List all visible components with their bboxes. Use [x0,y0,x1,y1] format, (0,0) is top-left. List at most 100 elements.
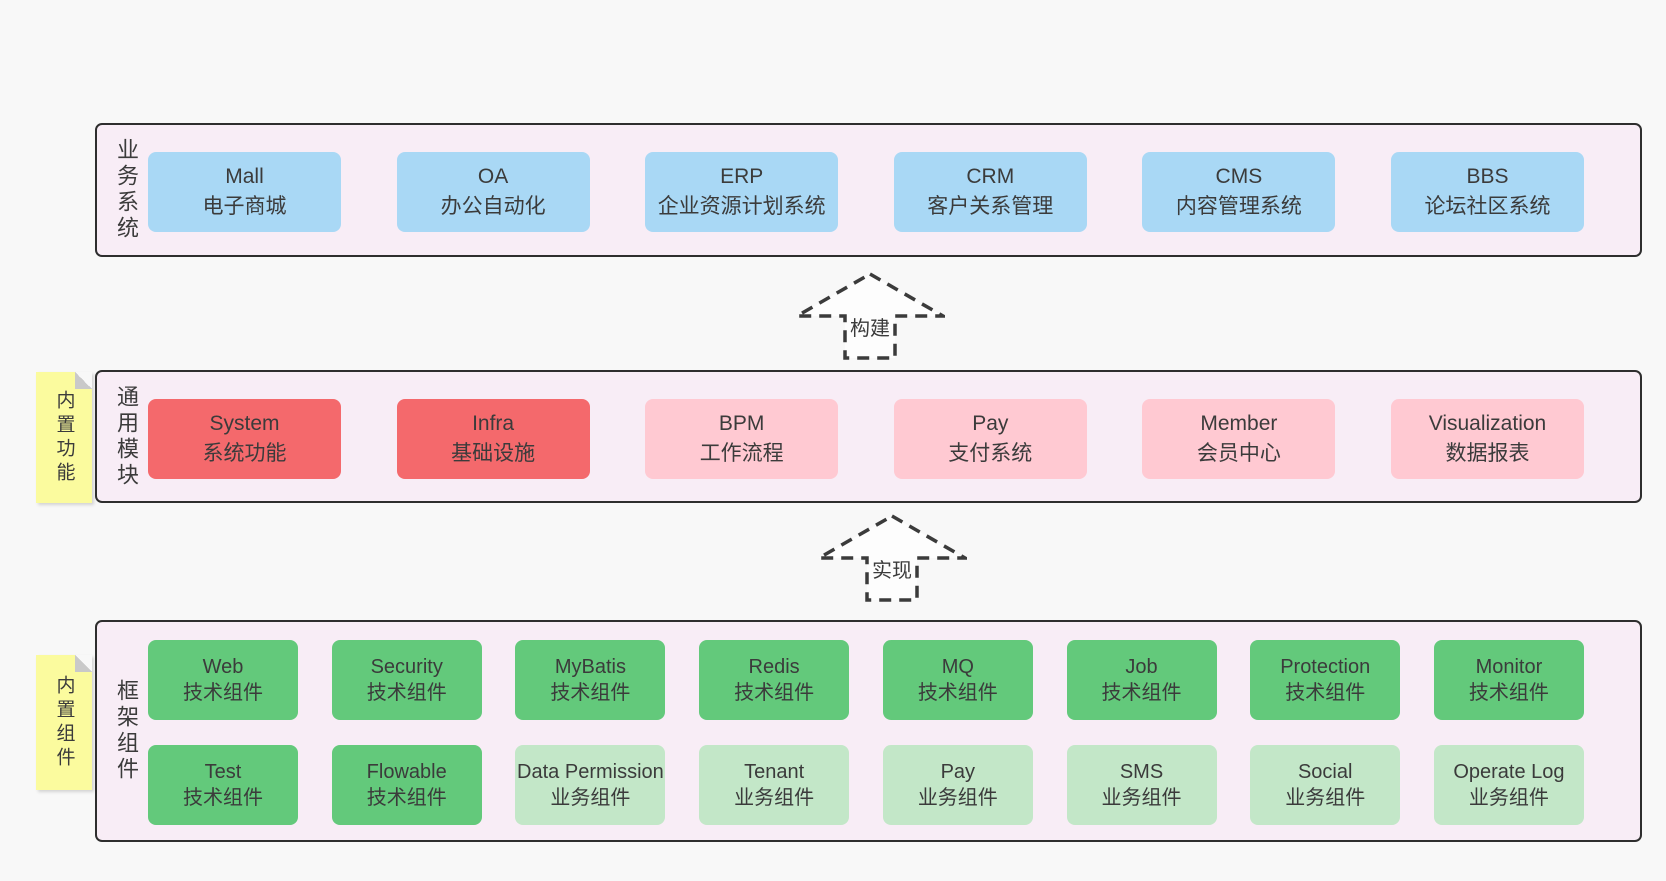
box-redis-name: Redis [748,656,800,678]
box-bbs-subtitle: 论坛社区系统 [1424,195,1551,218]
box-mybatis-subtitle: 技术组件 [550,682,631,704]
box-job: Job 技术组件 [1066,640,1217,720]
box-member-subtitle: 会员中心 [1196,442,1281,465]
box-operate-log: Operate Log 业务组件 [1433,745,1584,825]
box-redis-subtitle: 技术组件 [734,682,815,704]
box-infra-name: Infra [472,412,515,436]
box-mq: MQ 技术组件 [882,640,1033,720]
box-test: Test 技术组件 [148,745,298,825]
box-crm-subtitle: 客户关系管理 [927,195,1054,218]
build-arrow-label: 构建 [847,312,893,341]
builtin-components-note: 内置组件 [36,655,92,790]
box-social-name: Social [1297,761,1353,783]
box-operate-log-subtitle: 业务组件 [1468,787,1549,809]
box-bbs: BBS 论坛社区系统 [1390,152,1584,232]
box-monitor: Monitor 技术组件 [1433,640,1584,720]
layer-title-business-systems: 业务系统 [114,138,139,242]
implement-arrow-label: 实现 [869,554,915,583]
box-crm-name: CRM [966,165,1015,189]
box-crm: CRM 客户关系管理 [893,152,1087,232]
box-web-subtitle: 技术组件 [183,682,263,704]
box-flowable-subtitle: 技术组件 [366,787,447,809]
box-mybatis-name: MyBatis [554,656,626,678]
box-job-name: Job [1125,656,1158,678]
box-member-name: Member [1200,412,1278,436]
box-job-subtitle: 技术组件 [1101,682,1182,704]
box-flowable: Flowable 技术组件 [331,745,482,825]
box-protection-name: Protection [1280,656,1371,678]
box-flowable-name: Flowable [366,761,447,783]
box-test-subtitle: 技术组件 [183,787,263,809]
box-security-subtitle: 技术组件 [366,682,447,704]
common-modules-layer: 通用模块 System 系统功能 Infra 基础设施 BPM 工作流程 Pay… [95,370,1642,503]
box-pay-module: Pay 支付系统 [893,399,1087,479]
box-sms-name: SMS [1119,761,1164,783]
box-oa-name: OA [477,165,509,189]
builtin-features-note-label: 内置功能 [53,389,75,486]
layer-title-common-modules: 通用模块 [114,384,139,489]
box-mybatis: MyBatis 技术组件 [515,640,666,720]
box-infra: Infra 基础设施 [396,399,590,479]
builtin-features-note: 内置功能 [36,372,92,503]
business-systems-row: Mall 电子商城 OA 办公自动化 ERP 企业资源计划系统 CRM 客户关系… [148,152,1584,232]
box-pay-component-subtitle: 业务组件 [917,787,998,809]
box-monitor-subtitle: 技术组件 [1468,682,1549,704]
builtin-components-note-label: 内置组件 [53,674,75,771]
box-pay-module-subtitle: 支付系统 [948,442,1033,465]
box-mall: Mall 电子商城 [148,152,341,232]
box-erp-subtitle: 企业资源计划系统 [657,195,826,218]
box-data-permission-name: Data Permission [517,761,664,783]
implement-arrow-icon: 实现 [817,514,967,602]
framework-components-row-1: Web 技术组件 Security 技术组件 MyBatis 技术组件 Redi… [148,640,1584,720]
box-bpm-name: BPM [718,412,765,436]
box-oa: OA 办公自动化 [396,152,590,232]
box-pay-component-name: Pay [940,761,976,783]
box-pay-component: Pay 业务组件 [882,745,1033,825]
box-security: Security 技术组件 [331,640,482,720]
box-visualization: Visualization 数据报表 [1390,399,1584,479]
box-system-subtitle: 系统功能 [202,442,287,465]
box-cms-subtitle: 内容管理系统 [1175,195,1302,218]
box-mall-name: Mall [225,165,264,189]
box-protection-subtitle: 技术组件 [1285,682,1366,704]
box-social-subtitle: 业务组件 [1285,787,1366,809]
common-modules-row: System 系统功能 Infra 基础设施 BPM 工作流程 Pay 支付系统… [148,399,1584,479]
box-data-permission: Data Permission 业务组件 [515,745,666,825]
box-pay-module-name: Pay [972,412,1009,436]
box-mall-subtitle: 电子商城 [202,195,287,218]
box-protection: Protection 技术组件 [1250,640,1401,720]
box-monitor-name: Monitor [1475,656,1543,678]
box-mq-name: MQ [941,656,974,678]
framework-components-layer: 框架组件 Web 技术组件 Security 技术组件 MyBatis 技术组件… [95,620,1642,842]
box-sms-subtitle: 业务组件 [1101,787,1182,809]
build-arrow-icon: 构建 [795,272,945,360]
box-erp: ERP 企业资源计划系统 [645,152,839,232]
framework-components-row-2: Test 技术组件 Flowable 技术组件 Data Permission … [148,745,1584,825]
box-operate-log-name: Operate Log [1453,761,1565,783]
box-bpm-subtitle: 工作流程 [699,442,784,465]
box-social: Social 业务组件 [1250,745,1401,825]
box-visualization-name: Visualization [1428,412,1547,436]
box-infra-subtitle: 基础设施 [451,442,536,465]
box-web-name: Web [202,656,244,678]
box-web: Web 技术组件 [148,640,298,720]
box-bpm: BPM 工作流程 [645,399,839,479]
box-oa-subtitle: 办公自动化 [440,195,546,218]
box-member: Member 会员中心 [1142,399,1336,479]
box-sms: SMS 业务组件 [1066,745,1217,825]
box-tenant: Tenant 业务组件 [699,745,850,825]
box-security-name: Security [370,656,443,678]
box-tenant-subtitle: 业务组件 [734,787,815,809]
box-system-name: System [209,412,280,436]
box-cms-name: CMS [1215,165,1263,189]
box-visualization-subtitle: 数据报表 [1445,442,1530,465]
box-data-permission-subtitle: 业务组件 [550,787,631,809]
box-cms: CMS 内容管理系统 [1142,152,1336,232]
box-bbs-name: BBS [1466,165,1509,189]
layer-title-framework-components: 框架组件 [114,679,139,783]
box-redis: Redis 技术组件 [699,640,850,720]
box-tenant-name: Tenant [744,761,805,783]
box-erp-name: ERP [720,165,764,189]
box-system: System 系统功能 [148,399,341,479]
